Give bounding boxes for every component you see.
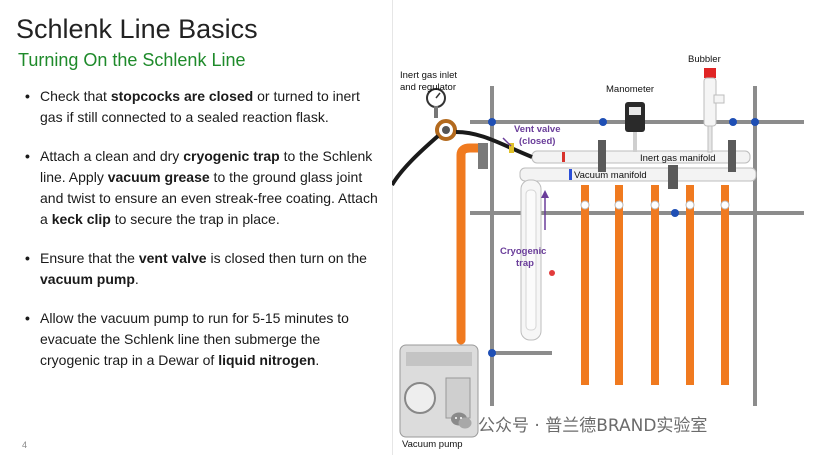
bullet-item: • Attach a clean and dry cryogenic trap t… xyxy=(22,146,382,230)
bullet-text: Attach a clean and dry xyxy=(40,148,184,164)
frame-vertical-left xyxy=(490,86,494,406)
manometer-body xyxy=(625,102,645,132)
bullet-dot: • xyxy=(25,148,30,164)
bullet-bold-text: vacuum grease xyxy=(107,169,210,185)
label-inert-gas-inlet: Inert gas inlet xyxy=(400,70,457,81)
watermark: 公众号 · 普兰德BRAND实验室 xyxy=(478,416,708,436)
page-number: 4 xyxy=(22,440,28,450)
bubbler-cap xyxy=(704,68,716,78)
bullet-text: or turned to inert gas if still connecte… xyxy=(40,88,360,125)
bullet-text: to secure the trap in place. xyxy=(110,211,280,227)
bullet-item: • Ensure that the vent valve is closed th… xyxy=(22,248,382,290)
tubing-connector xyxy=(478,143,488,169)
divider xyxy=(392,0,393,455)
clamp xyxy=(751,118,759,126)
slide-subtitle: Turning On the Schlenk Line xyxy=(18,50,246,70)
stopcock xyxy=(728,140,736,172)
regulator-stem xyxy=(434,106,438,118)
bubbler-neck xyxy=(713,94,725,104)
label-vacuum-manifold: Vacuum manifold xyxy=(574,170,647,181)
bullet-bold-text: vacuum pump xyxy=(40,271,135,287)
label-vacuum-pump: Vacuum pump xyxy=(402,439,463,450)
manometer-stem xyxy=(633,132,637,152)
bullet-text: . xyxy=(315,352,320,368)
vacuum-tubing xyxy=(456,143,487,345)
bullet-bold-text: vent valve xyxy=(138,250,207,266)
bullet-text: Ensure that the xyxy=(40,250,139,266)
bullet-item: • Check that stopcocks are closed or turn… xyxy=(22,86,382,128)
label-cryogenic-trap: Cryogenic xyxy=(500,246,546,257)
bullet-dot: • xyxy=(25,88,30,104)
label-regulator: and regulator xyxy=(400,82,456,93)
bullet-list: • Check that stopcocks are closed or turn… xyxy=(22,86,382,389)
bullet-bold-text: stopcocks are closed xyxy=(110,88,254,104)
stopcock xyxy=(668,165,678,189)
clamp xyxy=(488,349,496,357)
bullet-item: • Allow the vacuum pump to run for 5-15 m… xyxy=(22,308,382,371)
bullet-bold-text: keck clip xyxy=(51,211,111,227)
clamp xyxy=(599,118,607,126)
bullet-text: to the Schlenk line. Apply xyxy=(40,148,373,185)
bullet-bold-text: cryogenic trap xyxy=(183,148,280,164)
inert-gas-tubing xyxy=(392,134,440,187)
bullet-text: is closed then turn on the xyxy=(206,250,367,266)
vent-valve-arrow xyxy=(502,137,512,147)
vacuum-manifold-tube xyxy=(519,167,757,182)
manometer-screen xyxy=(629,107,641,115)
label-trap: trap xyxy=(516,258,534,269)
bullet-text: Check that xyxy=(40,88,111,104)
frame-horizontal-middle xyxy=(470,211,804,215)
vent-valve xyxy=(509,143,514,153)
frame-horizontal-bottom xyxy=(490,351,552,355)
schlenk-line-diagram: Inert gas inlet and regulator Manometer … xyxy=(392,54,804,450)
label-bubbler: Bubbler xyxy=(688,54,721,65)
bullet-text: . xyxy=(134,271,139,287)
red-marker xyxy=(562,152,565,162)
manifold-hoses xyxy=(580,185,730,385)
bubbler-stem xyxy=(707,125,713,153)
bullet-text: Allow the vacuum pump to run for 5-15 mi… xyxy=(40,310,349,368)
clamp xyxy=(488,118,496,126)
clamp xyxy=(671,209,679,217)
clamp xyxy=(729,118,737,126)
regulator-fitting xyxy=(435,119,457,141)
inert-gas-feed-line xyxy=(455,130,533,159)
slide-title: Schlenk Line Basics xyxy=(16,14,258,44)
pointer-dot xyxy=(549,270,555,276)
label-vent-valve: Vent valve xyxy=(514,124,560,135)
stopcock xyxy=(598,140,606,172)
label-vent-valve-closed: (closed) xyxy=(519,136,555,147)
bullet-dot: • xyxy=(25,310,30,326)
bullet-bold-text: liquid nitrogen xyxy=(218,352,316,368)
blue-marker xyxy=(569,169,572,180)
label-manometer: Manometer xyxy=(606,84,654,95)
frame-vertical-right xyxy=(753,86,757,406)
label-inert-gas-manifold: Inert gas manifold xyxy=(640,153,716,164)
bullet-dot: • xyxy=(25,250,30,266)
wechat-icon xyxy=(451,412,472,429)
bullet-text: to the ground glass joint and twist to e… xyxy=(40,169,378,227)
